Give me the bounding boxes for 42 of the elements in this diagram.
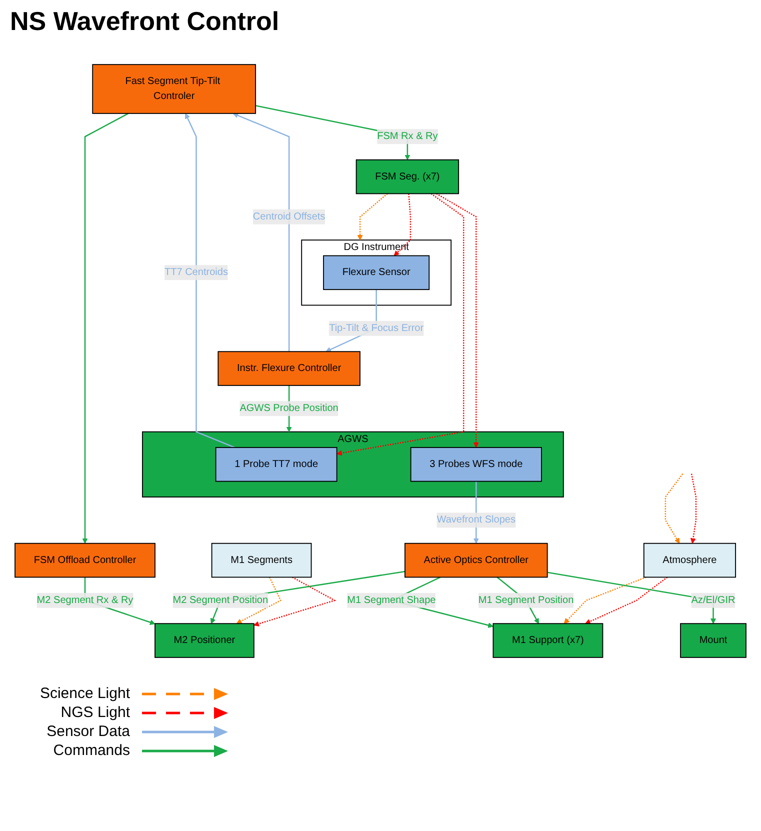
legend-label: Commands	[52, 742, 130, 759]
node-box: Atmosphere	[643, 542, 736, 578]
legend-label: NGS Light	[60, 704, 130, 721]
arrow	[357, 193, 388, 240]
legend-label: Sensor Data	[46, 723, 130, 740]
node-box: Active Optics Controller	[404, 542, 548, 578]
arrow	[585, 576, 668, 624]
edge-label: Wavefront Slopes	[436, 514, 516, 526]
edge-label: Tip-Tilt & Focus Error	[329, 322, 424, 334]
arrow	[82, 112, 129, 544]
node-box: Instr. Flexure Controller	[218, 351, 360, 386]
arrow	[394, 194, 412, 256]
edge-label: M2 Segment Position	[172, 594, 268, 606]
edge-label: AGWS Probe Position	[240, 402, 338, 414]
edge-label: Az/El/GIR	[691, 594, 736, 606]
arrow	[564, 576, 646, 624]
edge-label: FSM Rx & Ry	[377, 130, 438, 142]
legend-label: Science Light	[38, 685, 130, 702]
arrow	[232, 112, 290, 352]
arrow	[436, 193, 479, 448]
arrow	[185, 113, 235, 448]
title: NS Wavefront Control	[10, 6, 280, 37]
node-box: M1 Support (x7)	[492, 623, 604, 658]
edge-label: M1 Segment Position	[478, 594, 574, 606]
edge-label: TT7 Centroids	[164, 266, 228, 278]
arrow	[664, 473, 684, 544]
node-box: FSM Seg. (x7)	[356, 159, 460, 194]
node-box: M2 Positioner	[154, 623, 254, 658]
node-box: Flexure Sensor	[323, 255, 430, 290]
node-box: Mount	[680, 623, 746, 658]
edge-label: Centroid Offsets	[252, 211, 326, 222]
node-box: 3 Probes WFS mode	[410, 447, 542, 482]
edge-label: M1 Segment Shape	[347, 594, 436, 606]
node-box: FSM Offload Controller	[14, 542, 156, 578]
arrow	[236, 576, 282, 624]
arrow	[690, 474, 697, 544]
arrow	[336, 193, 464, 456]
node-box: 1 Probe TT7 mode	[215, 447, 338, 482]
edge-label: M2 Segment Rx & Ry	[36, 594, 134, 606]
node-box: Fast Segment Tip-Tilt Controler	[92, 64, 256, 114]
arrow	[254, 576, 336, 626]
node-box: M1 Segments	[211, 542, 312, 578]
